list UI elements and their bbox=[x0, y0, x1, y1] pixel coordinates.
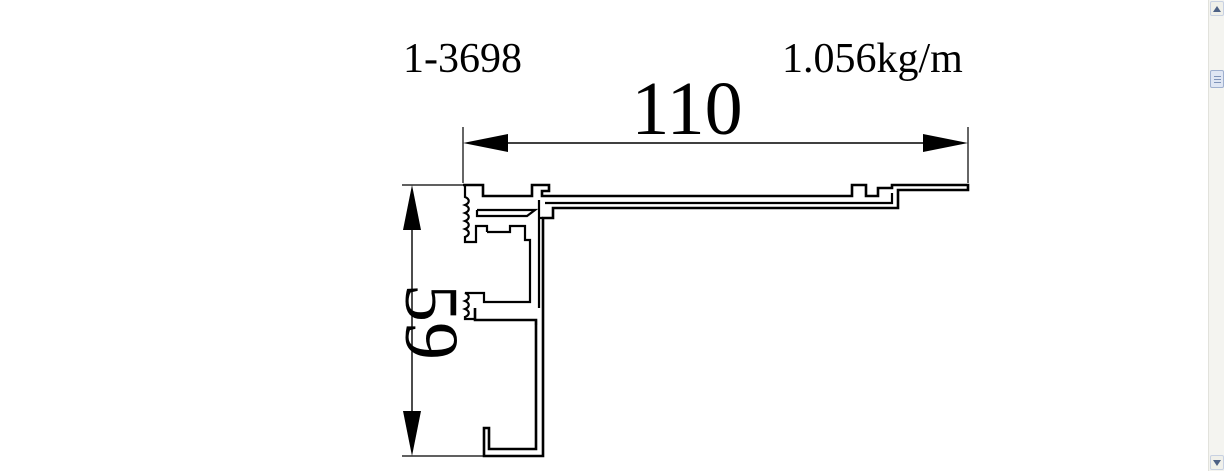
vertical-scrollbar[interactable] bbox=[1208, 0, 1224, 471]
profile-outer-outline bbox=[463, 183, 970, 458]
triangle-up-icon bbox=[1213, 5, 1221, 12]
scroll-up-button[interactable] bbox=[1210, 1, 1224, 16]
width-dimension-value: 110 bbox=[631, 67, 742, 151]
height-dimension: 59 bbox=[389, 184, 488, 457]
height-dimension-value: 59 bbox=[389, 284, 473, 360]
thumb-grip-line bbox=[1213, 78, 1221, 80]
profile-lower-leg bbox=[534, 216, 543, 325]
profile-middle-chamber bbox=[474, 224, 532, 304]
width-arrow-right bbox=[923, 134, 968, 152]
width-arrow-left bbox=[463, 134, 508, 152]
profile-inner-web bbox=[545, 193, 894, 205]
scroll-down-button[interactable] bbox=[1210, 455, 1224, 470]
thumb-grip-line bbox=[1213, 81, 1221, 83]
scroll-thumb[interactable] bbox=[1210, 70, 1224, 88]
weight-label: 1.056kg/m bbox=[782, 36, 963, 82]
profile-lower-ribs bbox=[462, 291, 475, 321]
height-arrow-bottom bbox=[403, 411, 421, 456]
profile-cross-section bbox=[462, 183, 970, 458]
triangle-down-icon bbox=[1213, 459, 1221, 466]
thumb-grip-line bbox=[1213, 75, 1221, 77]
profile-upper-ribs bbox=[462, 186, 489, 244]
part-number-label: 1-3698 bbox=[403, 36, 522, 82]
width-dimension: 110 bbox=[462, 67, 969, 183]
height-arrow-top bbox=[403, 185, 421, 230]
